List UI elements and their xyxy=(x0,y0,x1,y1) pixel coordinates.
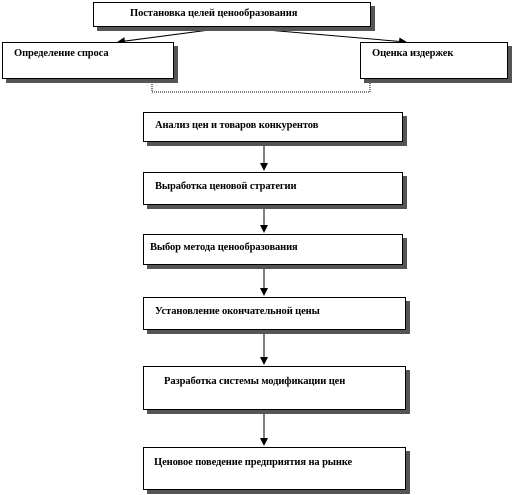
bracket-join xyxy=(151,78,371,93)
node-step5-label: Разработка системы модификации цен xyxy=(164,376,346,387)
node-step2: Выработка ценовой стратегии xyxy=(143,172,403,205)
node-top-label: Постановка целей ценообразования xyxy=(130,8,298,19)
node-left-label: Определение спроса xyxy=(14,48,109,59)
node-left: Определение спроса xyxy=(2,42,174,79)
node-step1: Анализ цен и товаров конкурентов xyxy=(143,112,403,142)
node-right-label: Оценка издержек xyxy=(372,48,454,59)
arrow-top-to-right xyxy=(231,26,407,46)
node-step4-label: Установление окончательной цены xyxy=(155,306,320,317)
node-right: Оценка издержек xyxy=(360,42,508,79)
node-step3-label: Выбор метода ценообразования xyxy=(150,242,298,253)
node-step6-label: Ценовое поведение предприятия на рынке xyxy=(154,457,353,468)
arrow-top-to-left xyxy=(117,26,233,46)
node-top: Постановка целей ценообразования xyxy=(93,2,371,27)
node-step1-label: Анализ цен и товаров конкурентов xyxy=(155,120,319,131)
node-step5: Разработка системы модификации цен xyxy=(143,366,406,410)
node-step6: Ценовое поведение предприятия на рынке xyxy=(143,447,406,490)
node-step3: Выбор метода ценообразования xyxy=(143,234,403,265)
node-step2-label: Выработка ценовой стратегии xyxy=(155,181,297,192)
node-step4: Установление окончательной цены xyxy=(143,297,406,330)
